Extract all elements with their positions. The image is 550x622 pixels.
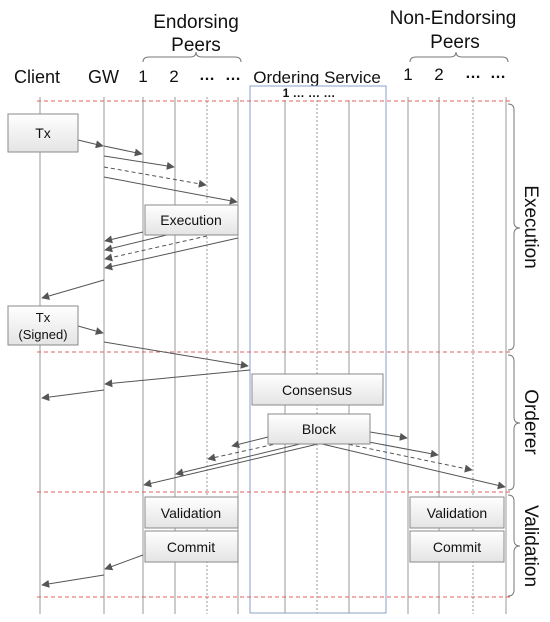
arrow-gw-to-orderer: [103, 341, 249, 369]
orderer-phase-label: Orderer: [520, 389, 541, 455]
arrow-signed-tx-to-gw: [77, 325, 104, 335]
column-headers: Client GW Endorsing Peers 1 2 … … Orderi…: [14, 8, 516, 100]
commit-box-endorsing-label: Commit: [167, 539, 215, 555]
consensus-box: Consensus: [251, 373, 384, 406]
non-endorsing-peers-brace: [409, 51, 509, 63]
arrow-gw-to-client: [41, 279, 105, 300]
arrow-gw-to-client-final: [41, 574, 105, 588]
commit-box-endorsing: Commit: [144, 530, 239, 563]
arrow-tx-to-gw: [77, 139, 104, 149]
non-endorsing-col-3: …: [465, 65, 481, 82]
validation-phase-label: Validation: [520, 505, 541, 587]
arrow-gw-to-client-ack: [41, 389, 105, 402]
validation-box-non-endorsing: Validation: [409, 496, 505, 529]
client-header: Client: [14, 67, 60, 87]
validation-box-endorsing-label: Validation: [161, 505, 221, 521]
validation-box-endorsing: Validation: [144, 496, 239, 529]
execution-box-label: Execution: [160, 212, 221, 228]
arrow-gw-to-endorser-1: [103, 145, 143, 157]
endorsing-peers-title-line1: Endorsing: [153, 12, 239, 33]
arrow-endorser-4-to-gw: [104, 237, 239, 271]
endorsing-peers-brace: [142, 51, 242, 63]
commit-box-non-endorsing: Commit: [409, 530, 505, 563]
tx-signed-box: Tx (Signed): [7, 305, 79, 346]
block-box-label: Block: [302, 421, 337, 437]
arrow-block-to-endorser-1: [143, 443, 319, 488]
non-endorsing-peers-title-line1: Non-Endorsing: [390, 8, 517, 29]
endorsing-col-2: 2: [169, 67, 178, 86]
arrow-gw-to-endorser-4: [103, 176, 238, 205]
message-arrows: [41, 139, 506, 588]
arrow-gw-to-endorser-3: [103, 166, 207, 188]
non-endorsing-peers-title-line2: Peers: [430, 32, 480, 53]
endorsing-col-1: 1: [138, 67, 147, 86]
arrow-block-to-non-endorser-4: [321, 443, 506, 490]
phase-braces: [507, 103, 521, 597]
tx-box: Tx: [7, 113, 79, 153]
arrow-block-to-non-endorser-1: [369, 431, 408, 441]
endorsing-col-4: …: [225, 67, 241, 84]
lifelines: [39, 97, 507, 614]
execution-phase-label: Execution: [520, 185, 541, 268]
consensus-box-label: Consensus: [282, 382, 352, 398]
commit-box-non-endorsing-label: Commit: [433, 539, 481, 555]
arrow-block-to-endorser-3: [207, 442, 281, 462]
validation-box-non-endorsing-label: Validation: [427, 505, 487, 521]
ordering-service-header: Ordering Service: [253, 68, 381, 87]
orderer-phase-brace: [507, 354, 521, 491]
tx-box-label: Tx: [35, 125, 51, 141]
ordering-service-subheader: 1 … … …: [283, 86, 336, 100]
arrow-block-to-non-endorser-3: [341, 442, 473, 473]
tx-signed-box-label-line2: (Signed): [18, 327, 67, 342]
arrow-block-to-endorser-4: [231, 436, 269, 449]
phase-dividers: [37, 100, 511, 598]
non-endorsing-col-4: …: [490, 65, 506, 82]
arrow-gw-to-endorser-2: [103, 155, 175, 170]
execution-phase-brace: [507, 103, 521, 351]
endorsing-peers-title-line2: Peers: [171, 35, 221, 56]
arrow-endorser-2-to-gw: [104, 232, 176, 253]
arrow-block-to-non-endorser-2: [357, 439, 439, 458]
block-box: Block: [267, 413, 371, 445]
non-endorsing-col-1: 1: [403, 65, 412, 84]
endorsing-col-3: …: [199, 67, 215, 84]
ordering-service-container: [249, 85, 387, 614]
execution-box: Execution: [144, 204, 239, 236]
arrow-endorser-1-to-gw: [104, 231, 144, 244]
non-endorsing-col-2: 2: [434, 65, 443, 84]
gw-header: GW: [88, 67, 119, 87]
arrow-commit-to-gw: [104, 554, 144, 571]
arrow-endorser-3-to-gw: [104, 235, 208, 262]
validation-phase-brace: [507, 494, 521, 597]
tx-signed-box-label-line1: Tx: [36, 310, 51, 325]
arrow-orderer-to-gw: [104, 369, 251, 388]
arrow-block-to-endorser-2: [175, 443, 301, 477]
